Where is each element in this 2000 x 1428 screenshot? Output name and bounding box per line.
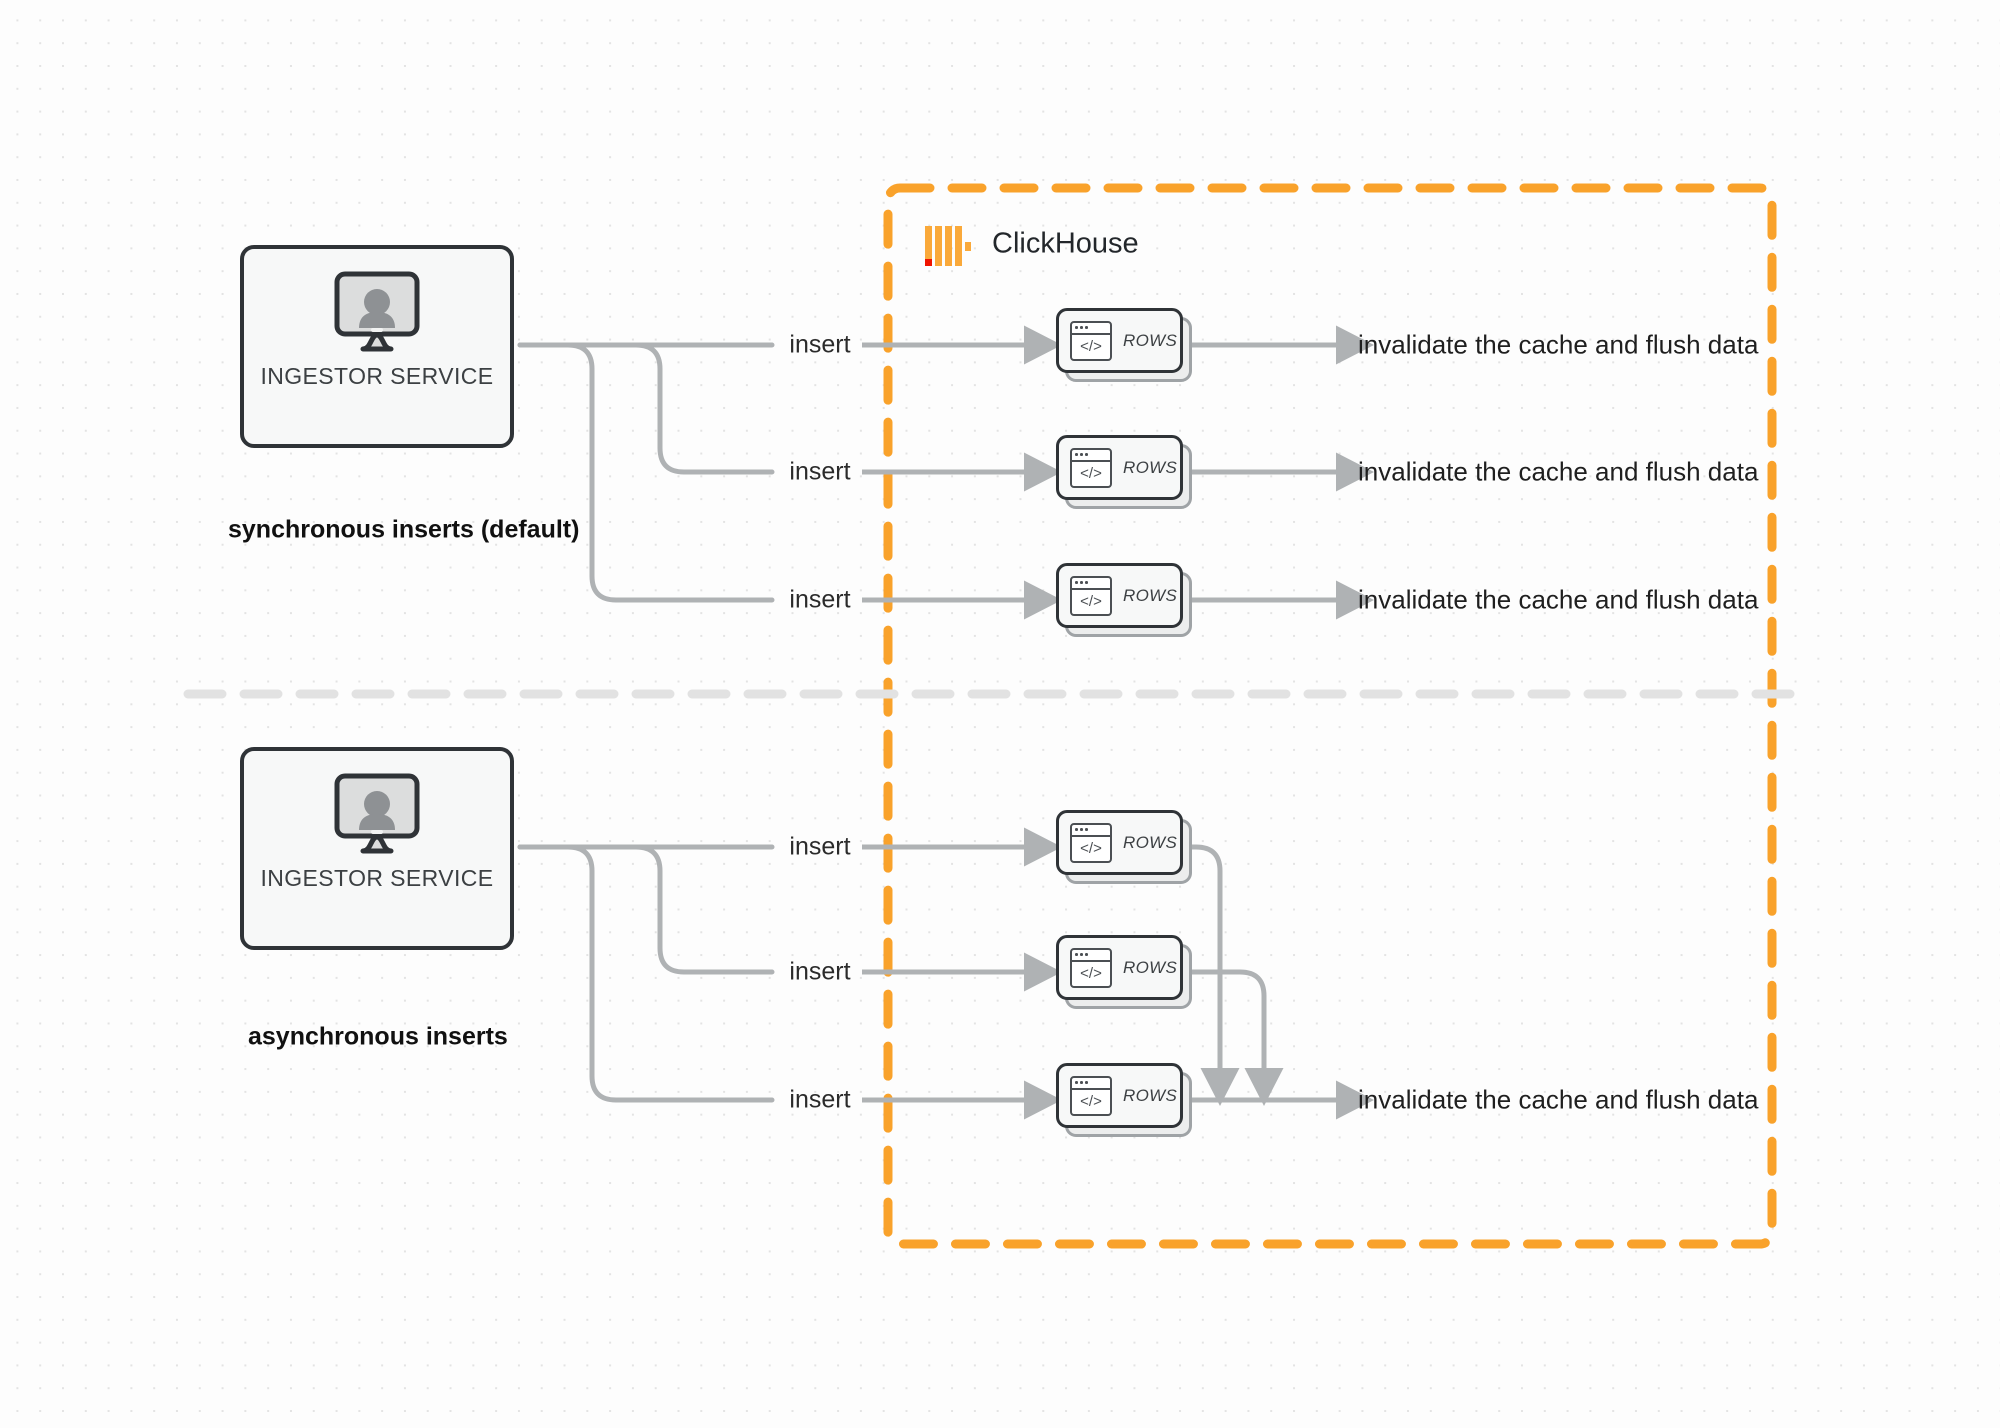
window-dot: [1085, 953, 1088, 956]
sync-flush-arrows: [1192, 325, 1374, 620]
window-dot: [1080, 828, 1083, 831]
async-merge-connectors: [1192, 844, 1284, 1106]
rows-node-async-3[interactable]: </> ROWS: [1056, 1063, 1192, 1137]
flush-label-sync-3: invalidate the cache and flush data: [1358, 584, 1759, 615]
rows-card-front: </> ROWS: [1056, 1063, 1183, 1128]
code-window-icon: </>: [1070, 1075, 1112, 1116]
window-dot: [1085, 326, 1088, 329]
window-dot: [1080, 453, 1083, 456]
code-window-icon: </>: [1070, 575, 1112, 616]
clickhouse-container-border: [883, 183, 1777, 1249]
ingestor-service-node-async[interactable]: INGESTOR SERVICE: [240, 747, 514, 950]
flush-label-async-merged: invalidate the cache and flush data: [1358, 1084, 1759, 1115]
insert-label-async-2: insert: [789, 957, 851, 986]
insert-label-sync-3: insert: [789, 585, 851, 614]
mode-label-asynchronous: asynchronous inserts: [248, 1022, 508, 1051]
window-dot: [1085, 1081, 1088, 1084]
sync-insert-arrows: [862, 325, 1062, 620]
window-titlebar: [1072, 950, 1110, 962]
code-glyph: </>: [1080, 338, 1102, 355]
window-dot: [1080, 581, 1083, 584]
rows-card-front: </> ROWS: [1056, 563, 1183, 628]
ingestor-service-label-sync: INGESTOR SERVICE: [260, 363, 494, 389]
insert-label-async-1: insert: [789, 832, 851, 861]
rows-label: ROWS: [1123, 957, 1178, 977]
code-window-icon: </>: [1070, 947, 1112, 988]
window-dot: [1075, 326, 1078, 329]
window-titlebar: [1072, 578, 1110, 590]
mode-label-synchronous: synchronous inserts (default): [228, 515, 580, 544]
window-titlebar: [1072, 450, 1110, 462]
flush-label-sync-2: invalidate the cache and flush data: [1358, 456, 1759, 487]
rows-card-front: </> ROWS: [1056, 435, 1183, 500]
async-insert-arrows: [862, 827, 1062, 1120]
code-glyph: </>: [1080, 840, 1102, 857]
rows-label: ROWS: [1123, 330, 1178, 350]
code-glyph: </>: [1080, 1093, 1102, 1110]
rows-node-sync-1[interactable]: </> ROWS: [1056, 308, 1192, 382]
window-dot: [1075, 453, 1078, 456]
window-dot: [1080, 953, 1083, 956]
window-dot: [1085, 453, 1088, 456]
window-titlebar: [1072, 323, 1110, 335]
window-dot: [1080, 326, 1083, 329]
rows-card-front: </> ROWS: [1056, 810, 1183, 875]
insert-label-sync-1: insert: [789, 330, 851, 359]
async-source-connectors: [517, 844, 775, 1103]
code-glyph: </>: [1080, 965, 1102, 982]
rows-label: ROWS: [1123, 457, 1178, 477]
window-dot: [1085, 581, 1088, 584]
ingestor-service-label-async: INGESTOR SERVICE: [260, 865, 494, 891]
monitor-user-icon: [331, 773, 423, 855]
window-dot: [1075, 828, 1078, 831]
clickhouse-brand-label: ClickHouse: [992, 227, 1139, 260]
rows-node-async-1[interactable]: </> ROWS: [1056, 810, 1192, 884]
flush-label-sync-1: invalidate the cache and flush data: [1358, 329, 1759, 360]
rows-card-front: </> ROWS: [1056, 308, 1183, 373]
code-glyph: </>: [1080, 593, 1102, 610]
rows-node-sync-3[interactable]: </> ROWS: [1056, 563, 1192, 637]
code-window-icon: </>: [1070, 320, 1112, 361]
insert-label-async-3: insert: [789, 1085, 851, 1114]
window-dot: [1080, 1081, 1083, 1084]
window-dot: [1085, 828, 1088, 831]
code-glyph: </>: [1080, 465, 1102, 482]
window-titlebar: [1072, 825, 1110, 837]
ingestor-service-node-sync[interactable]: INGESTOR SERVICE: [240, 245, 514, 448]
insert-label-sync-2: insert: [789, 457, 851, 486]
window-dot: [1075, 581, 1078, 584]
clickhouse-logo-icon: [925, 226, 971, 266]
code-window-icon: </>: [1070, 447, 1112, 488]
sync-source-connectors: [517, 342, 775, 603]
code-window-icon: </>: [1070, 822, 1112, 863]
rows-node-sync-2[interactable]: </> ROWS: [1056, 435, 1192, 509]
window-dot: [1075, 1081, 1078, 1084]
rows-node-async-2[interactable]: </> ROWS: [1056, 935, 1192, 1009]
rows-label: ROWS: [1123, 832, 1178, 852]
rows-label: ROWS: [1123, 1085, 1178, 1105]
window-dot: [1075, 953, 1078, 956]
rows-card-front: </> ROWS: [1056, 935, 1183, 1000]
monitor-user-icon: [331, 271, 423, 353]
window-titlebar: [1072, 1078, 1110, 1090]
rows-label: ROWS: [1123, 585, 1178, 605]
